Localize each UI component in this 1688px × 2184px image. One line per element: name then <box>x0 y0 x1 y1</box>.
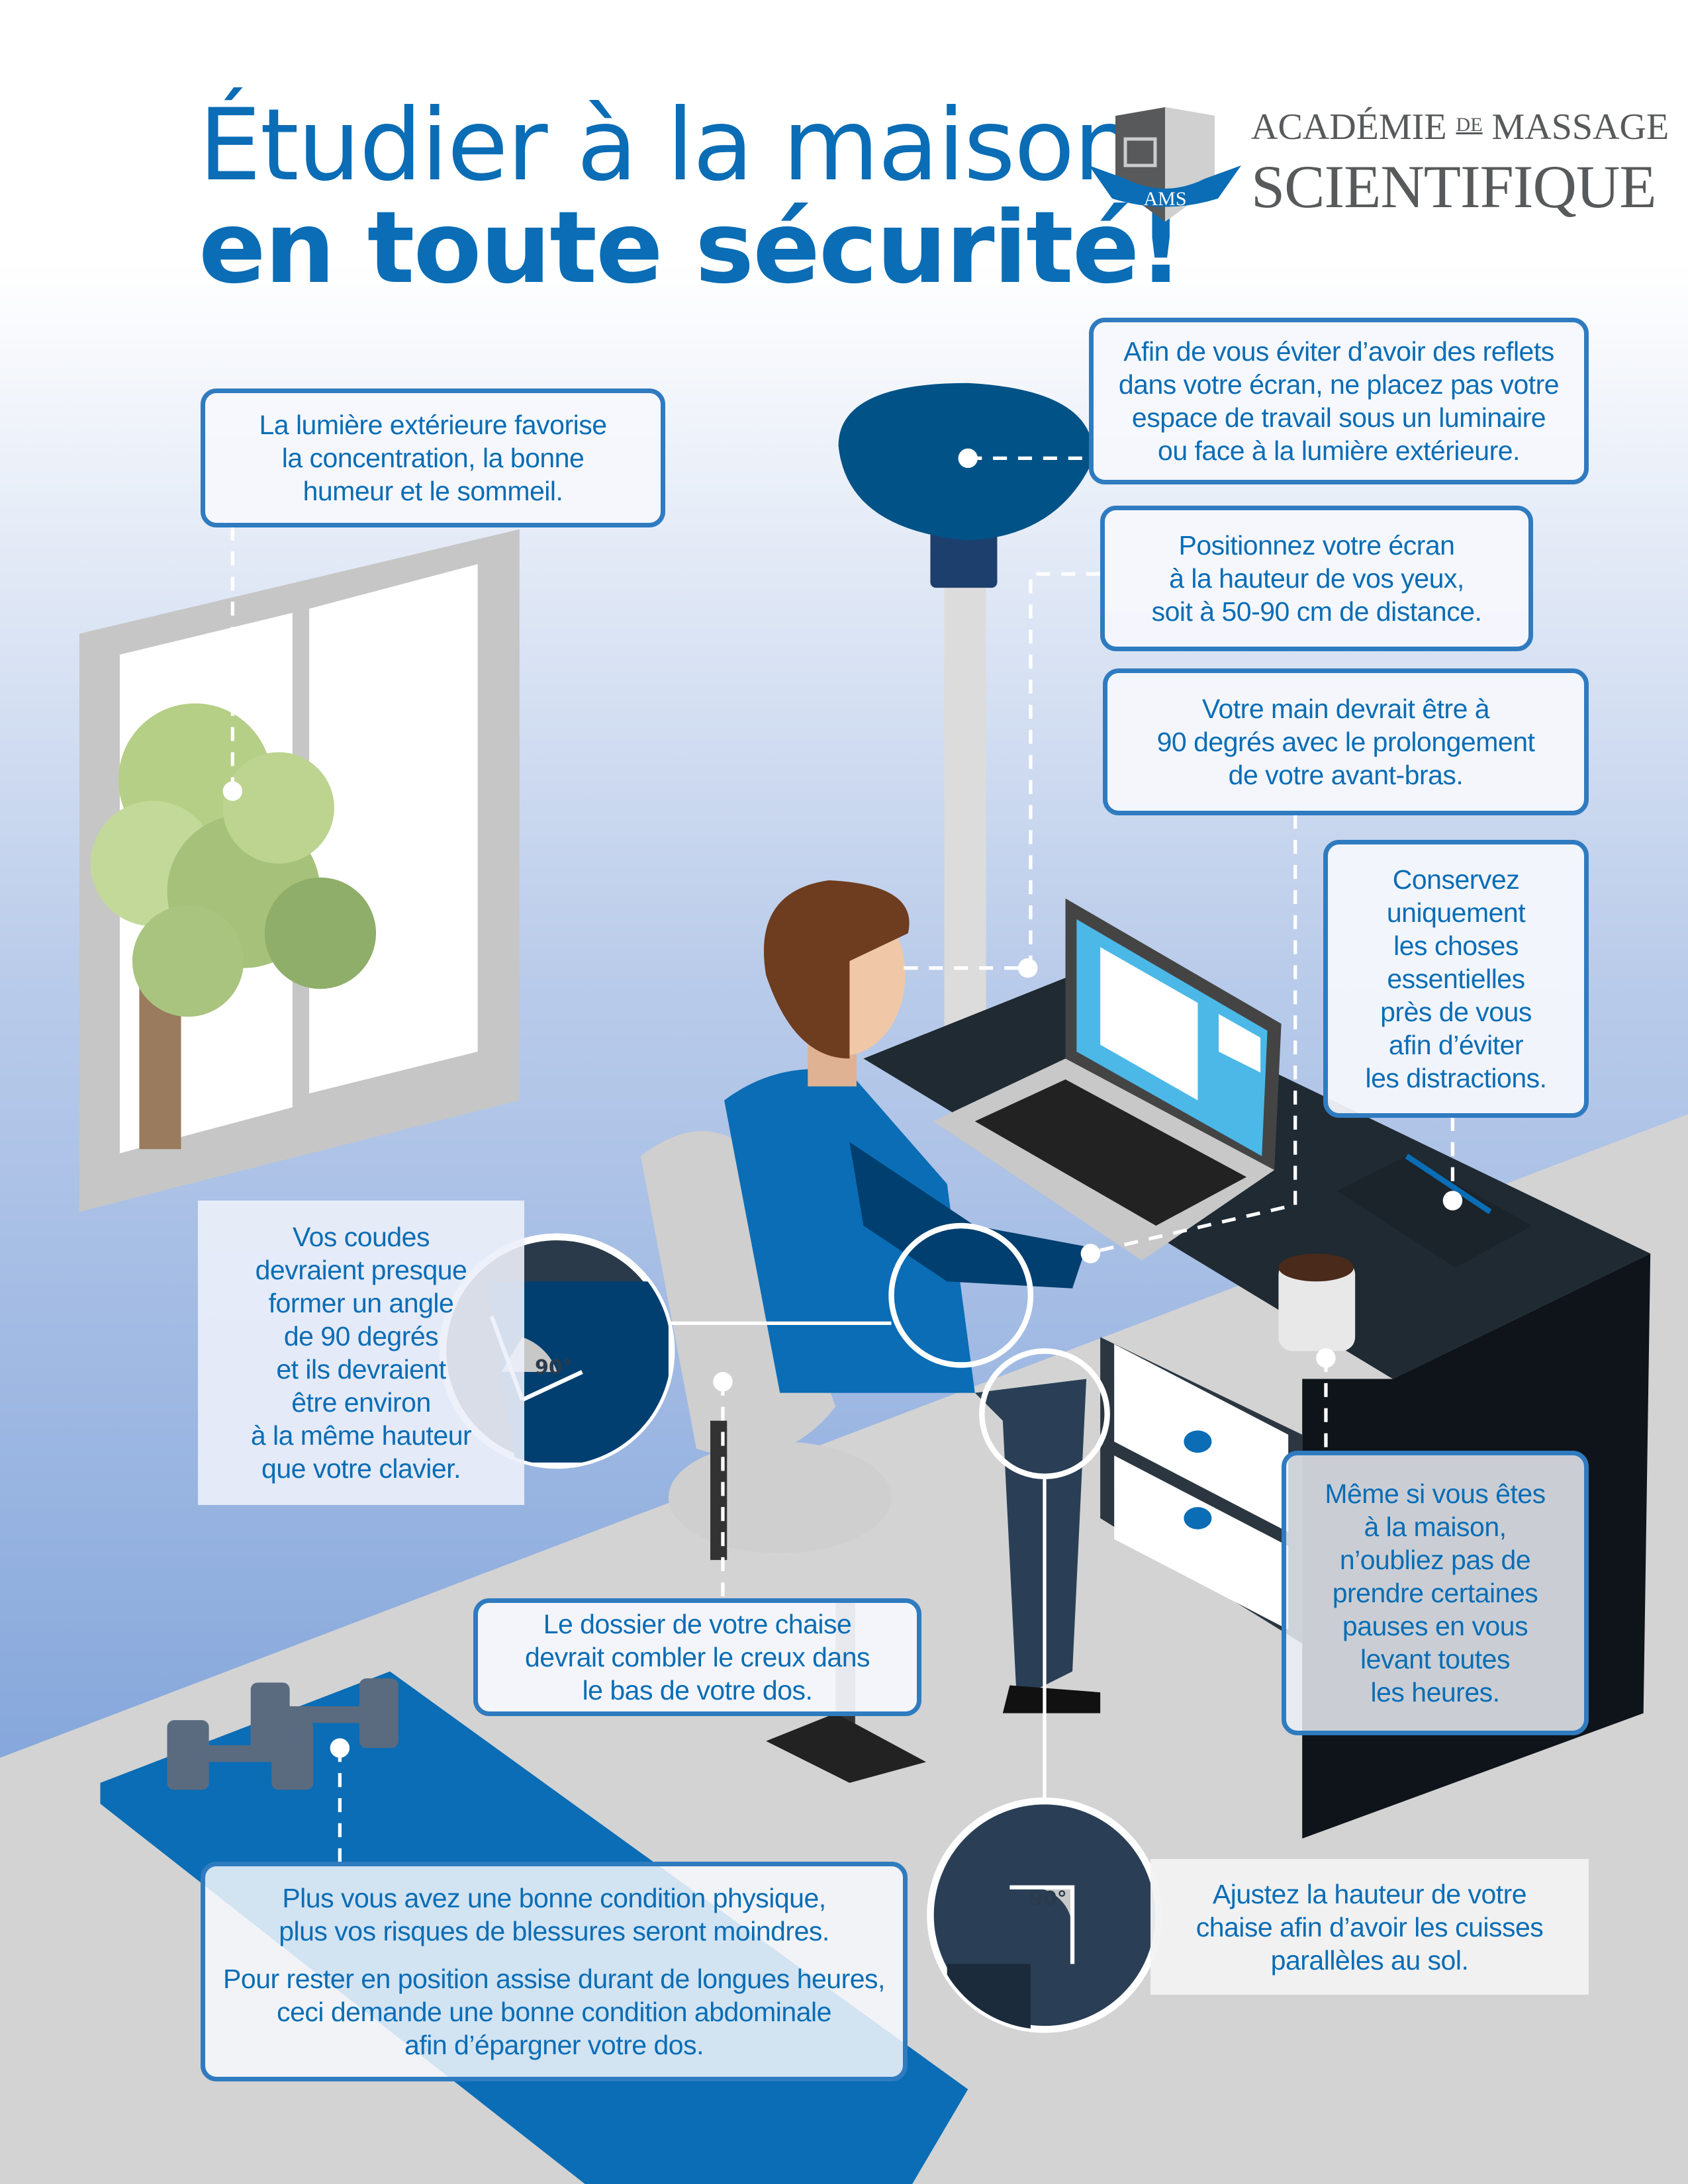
tip-line: et ils devraient <box>276 1354 446 1385</box>
logo-line1: ACADÉMIE DE MASSAGE <box>1251 107 1669 147</box>
knee-angle-label: 90° <box>1029 1888 1067 1911</box>
tip-line: afin d’épargner votre dos. <box>404 2030 704 2060</box>
tip-line: à la même hauteur <box>250 1420 472 1451</box>
tip-line: à la maison, <box>1364 1512 1507 1542</box>
tip-line: la concentration, la bonne <box>281 443 585 473</box>
academy-logo: AMS ACADÉMIE DE MASSAGE SCIENTIFIQUE <box>1086 99 1669 225</box>
elbow-angle-label: 90° <box>535 1356 573 1379</box>
tip-line: uniquement <box>1386 897 1526 928</box>
tip-line: plus vos risques de blessures seront moi… <box>279 1916 829 1946</box>
tip-line: Conservez <box>1392 864 1520 895</box>
tip-line: chaise afin d’avoir les cuisses <box>1196 1911 1544 1942</box>
tip-line: les distractions. <box>1365 1063 1547 1093</box>
tip-line: de votre avant-bras. <box>1228 760 1464 790</box>
logo-badge-text: AMS <box>1143 188 1186 210</box>
tip-line: levant toutes <box>1360 1644 1511 1674</box>
tip-line: près de vous <box>1380 997 1532 1027</box>
tip-line: Plus vous avez une bonne condition physi… <box>282 1883 826 1913</box>
person <box>724 880 1101 1713</box>
tip-line: que votre clavier. <box>261 1453 461 1484</box>
tip-line: Positionnez votre écran <box>1178 530 1455 561</box>
tip-line: 90 degrés avec le prolongement <box>1156 727 1535 757</box>
logo-line2: SCIENTIFIQUE <box>1251 153 1657 220</box>
tip-line: à la hauteur de vos yeux, <box>1169 563 1464 594</box>
tip-line: soit à 50-90 cm de distance. <box>1151 596 1482 627</box>
tip-line: Même si vous êtes <box>1325 1479 1546 1509</box>
tip-line: Vos coudes <box>293 1222 430 1252</box>
tree-icon <box>90 703 377 1150</box>
tip-line: dans votre écran, ne placez pas votre <box>1118 369 1560 400</box>
tip-line: n’oubliez pas de <box>1339 1545 1531 1575</box>
connector-lines <box>230 456 1455 1862</box>
tip-line: espace de travail sous un luminaire <box>1131 402 1546 433</box>
tip-line: devrait combler le creux dans <box>524 1642 870 1672</box>
shield-logo-icon: AMS <box>1089 107 1241 222</box>
tip-line: former un angle <box>268 1288 454 1318</box>
tip-line: ou face à la lumière extérieure. <box>1158 435 1520 466</box>
coffee-mug-icon <box>1278 1253 1356 1351</box>
tip-line: les choses <box>1393 931 1519 961</box>
logo-word-de: DE <box>1456 114 1483 136</box>
tip-line: devraient presque <box>255 1255 467 1285</box>
hand-zoom-circle <box>888 1222 1034 1368</box>
tip-line: afin d’éviter <box>1388 1030 1524 1060</box>
tip-fitness: Plus vous avez une bonne condition physi… <box>201 1862 908 2081</box>
tip-line: prendre certaines <box>1332 1578 1538 1608</box>
tip-line: Votre main devrait être à <box>1201 694 1490 724</box>
logo-word-academie: ACADÉMIE <box>1251 107 1447 148</box>
tip-line: de 90 degrés <box>283 1321 439 1351</box>
tip-line: être environ <box>291 1387 431 1418</box>
tip-line: essentielles <box>1387 964 1525 994</box>
notebook-icon <box>1336 1154 1532 1268</box>
tip-line: les heures. <box>1370 1677 1500 1707</box>
connector-dots <box>222 448 1463 1758</box>
tip-line: pauses en vous <box>1342 1611 1528 1641</box>
page-title-line2: en toute sécurité! <box>199 191 1184 306</box>
tip-line: humeur et le sommeil. <box>303 476 563 506</box>
tip-line: Pour rester en position assise durant de… <box>223 1964 885 1994</box>
page-title-line1: Étudier à la maison <box>199 88 1137 203</box>
tip-line: parallèles au sol. <box>1270 1944 1469 1976</box>
tip-line: Le dossier de votre chaise <box>543 1609 852 1639</box>
tip-line: le bas de votre dos. <box>582 1675 813 1706</box>
window <box>79 529 520 1212</box>
tip-line: Ajustez la hauteur de votre <box>1212 1878 1527 1909</box>
dumbbells-icon <box>167 1678 399 1790</box>
tip-line: La lumière extérieure favorise <box>259 410 607 440</box>
tip-line: ceci demande une bonne condition abdomin… <box>277 1997 831 2027</box>
tip-line: Afin de vous éviter d’avoir des reflets <box>1123 336 1554 367</box>
logo-word-massage: MASSAGE <box>1491 107 1669 148</box>
laptop <box>933 898 1282 1261</box>
